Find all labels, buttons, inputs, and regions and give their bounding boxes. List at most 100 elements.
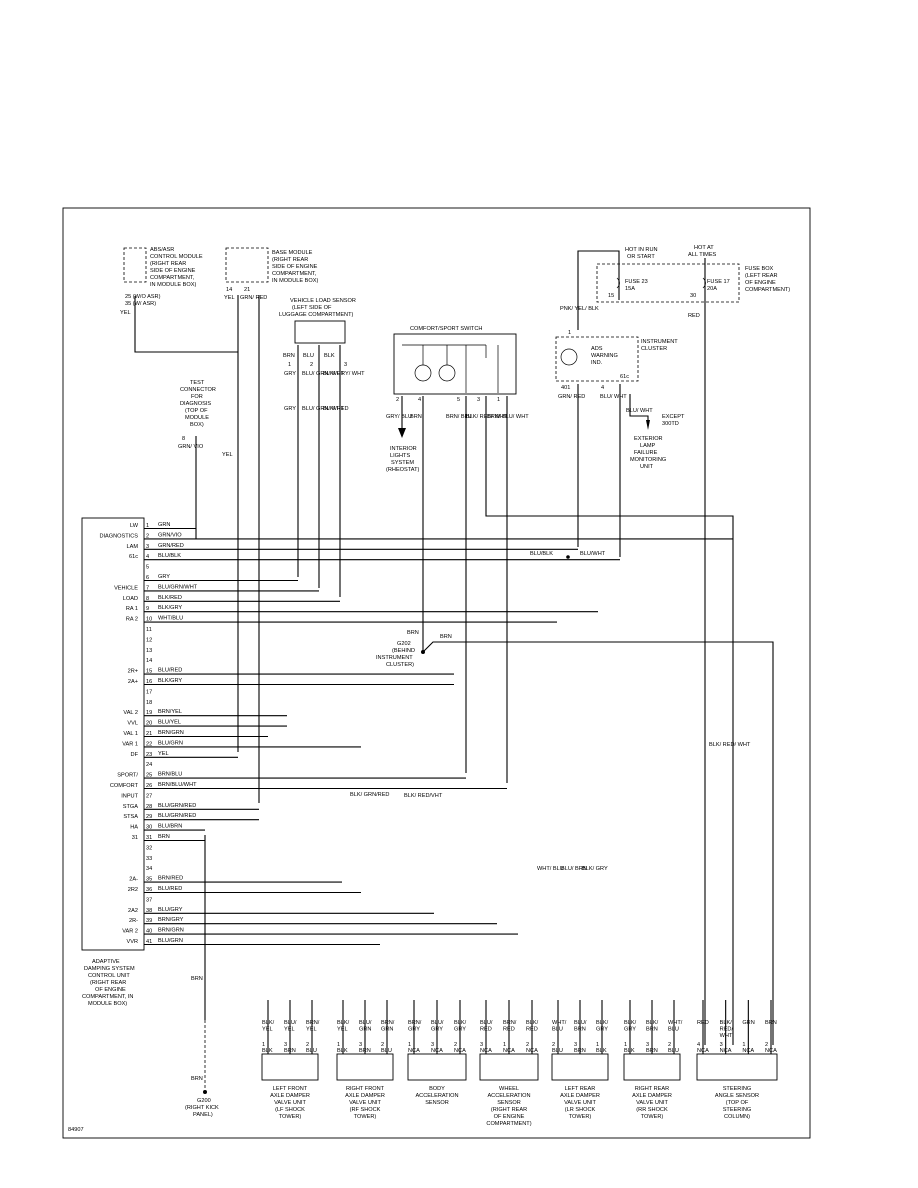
cu-pin-number: 11: [146, 627, 152, 633]
bottom-unit-pin: 1: [408, 1042, 411, 1048]
cu-pin-row: 37: [146, 897, 152, 903]
sw-wire-brn: BRN: [410, 414, 422, 420]
fuse-17-rating: 20A: [707, 286, 717, 292]
bottom-unit-pin-sub: NCA: [454, 1048, 466, 1054]
cu-pin-function: VAR 1: [122, 741, 138, 747]
bottom-unit-name: ANGLE SENSOR: [715, 1093, 759, 1099]
svg-text:G202: G202: [397, 641, 411, 647]
cluster-pin-1: 1: [568, 330, 571, 336]
cu-pin-wire: GRN/VIO: [158, 532, 182, 538]
cu-pin-number: 5: [146, 565, 149, 571]
bottom-unit-name: RIGHT FRONT: [346, 1086, 385, 1092]
bottom-unit-name: LEFT FRONT: [273, 1086, 308, 1092]
sw-wire-brn-blu-wht: BRN/ BLU/ WHT: [487, 414, 529, 420]
rear-wire-3: BLK/ GRY: [582, 866, 608, 872]
cu-pin-number: 15: [146, 669, 152, 675]
bottom-unit-pin: 1: [337, 1042, 340, 1048]
bottom-unit-box: [696, 1053, 778, 1081]
svg-text:COMPARTMENT): COMPARTMENT): [745, 287, 790, 293]
cu-pin-row: 18: [146, 700, 152, 706]
cu-pin-number: 25: [146, 773, 152, 779]
svg-text:COMPARTMENT,: COMPARTMENT,: [150, 275, 195, 281]
svg-text:INTERIOR: INTERIOR: [390, 446, 417, 452]
comfort-sport-switch: [393, 333, 517, 395]
svg-text:HOT IN RUN: HOT IN RUN: [625, 247, 658, 253]
bottom-unit: RED4NCABLK/RED/WHT3NCAGRN1NCABRN2NCASTEE…: [696, 1000, 778, 1120]
bottom-unit-name: TOWER): [641, 1114, 664, 1120]
cu-pin-number: 2: [146, 533, 149, 539]
cu-pin-function: VAR 2: [122, 929, 138, 935]
conn-left-label: BLK/ GRN/RED: [350, 792, 389, 798]
cu-pin-function: 2R+: [128, 669, 138, 675]
bottom-unit-name: STEERING: [723, 1086, 752, 1092]
steering-wire-label: BLK/ RED/ WHT: [709, 742, 751, 748]
bottom-unit-pin-sub: NCA: [765, 1048, 777, 1054]
cu-pin-function: 2A+: [128, 679, 138, 685]
bottom-unit-pin: 2: [381, 1042, 384, 1048]
bottom-unit-box: [623, 1053, 681, 1081]
fuse-23-rating: 15A: [625, 286, 635, 292]
cu-pin-number: 9: [146, 606, 149, 612]
cu-pin-row: 34: [146, 866, 152, 872]
bottom-unit-name: AXLE DAMPER: [560, 1093, 600, 1099]
cu-pin-number: 26: [146, 783, 152, 789]
cu-pin-function: HA: [130, 825, 138, 831]
bottom-unit-wire-label: WHT: [720, 1033, 733, 1039]
g200-label: G200 (RIGHT KICK PANEL): [185, 1098, 219, 1118]
bottom-unit-pin: 3: [431, 1042, 434, 1048]
svg-text:WARNING: WARNING: [591, 353, 618, 359]
interior-lights-arrow-icon: [398, 428, 406, 438]
cu-pin-wire: BLU/BLK: [158, 553, 181, 559]
bottom-unit-pin: 1: [503, 1042, 506, 1048]
bottom-unit-name: LEFT REAR: [565, 1086, 596, 1092]
cu-pin-function: LOAD: [123, 596, 138, 602]
bottom-unit-pin: 3: [646, 1042, 649, 1048]
cu-pin-function: SPORT/: [117, 773, 138, 779]
cluster-wire-blu-wht: BLU/ WHT: [600, 394, 627, 400]
bottom-unit-name: AXLE DAMPER: [632, 1093, 672, 1099]
cu-pin-number: 16: [146, 679, 152, 685]
bottom-unit-box: [551, 1053, 609, 1081]
bottom-unit-wire-label: RED/: [720, 1027, 734, 1033]
bottom-unit-wire-label: BRN/: [408, 1020, 422, 1026]
svg-text:OR START: OR START: [627, 254, 655, 260]
exterior-lamp-arrow-icon: [646, 420, 650, 430]
bottom-unit-pin-sub: NCA: [526, 1048, 538, 1054]
cu-pin-number: 37: [146, 897, 152, 903]
bottom-unit-wire-label: YEL: [262, 1027, 273, 1033]
figure-id: 84907: [68, 1127, 84, 1133]
cu-pin-row: 12: [146, 637, 152, 643]
cu-pin-wire: BLU/GRN/WHT: [158, 584, 198, 590]
cu-pin-row: 33: [146, 856, 152, 862]
svg-text:LAMP: LAMP: [640, 443, 656, 449]
cu-pin-wire: BLU/RED: [158, 668, 182, 674]
sw-pin-5: 5: [457, 397, 460, 403]
g202-ground-wire: [422, 641, 774, 1045]
test-connector-label: TEST CONNECTOR FOR DIAGNOSIS (TOP OF MOD…: [180, 380, 216, 428]
cu-pin-number: 4: [146, 554, 149, 560]
ads-warning-label: ADS WARNING IND.: [591, 346, 618, 366]
svg-text:COMPARTMENT,: COMPARTMENT,: [272, 271, 317, 277]
svg-text:(RIGHT REAR: (RIGHT REAR: [272, 257, 308, 263]
fuse-box: [596, 263, 740, 303]
vls-pin-3: 3: [344, 362, 347, 368]
switch-led-1: [414, 364, 432, 382]
bottom-unit-name: VALVE UNIT: [349, 1100, 381, 1106]
bottom-unit-pin: 1: [262, 1042, 265, 1048]
interior-lights-label: INTERIOR LIGHTS SYSTEM (RHEOSTAT): [386, 446, 419, 473]
bottom-unit-pin: 3: [574, 1042, 577, 1048]
bottom-unit-name: ACCELERATION: [487, 1093, 530, 1099]
bottom-unit-name: VALVE UNIT: [274, 1100, 306, 1106]
fuse-symbols: [616, 277, 706, 289]
svg-text:LUGGAGE COMPARTMENT): LUGGAGE COMPARTMENT): [279, 312, 354, 318]
cu-pin-wire: WHT/BLU: [158, 616, 183, 622]
cu-pin-number: 10: [146, 617, 152, 623]
fuse23-feed-wire: [577, 250, 620, 330]
